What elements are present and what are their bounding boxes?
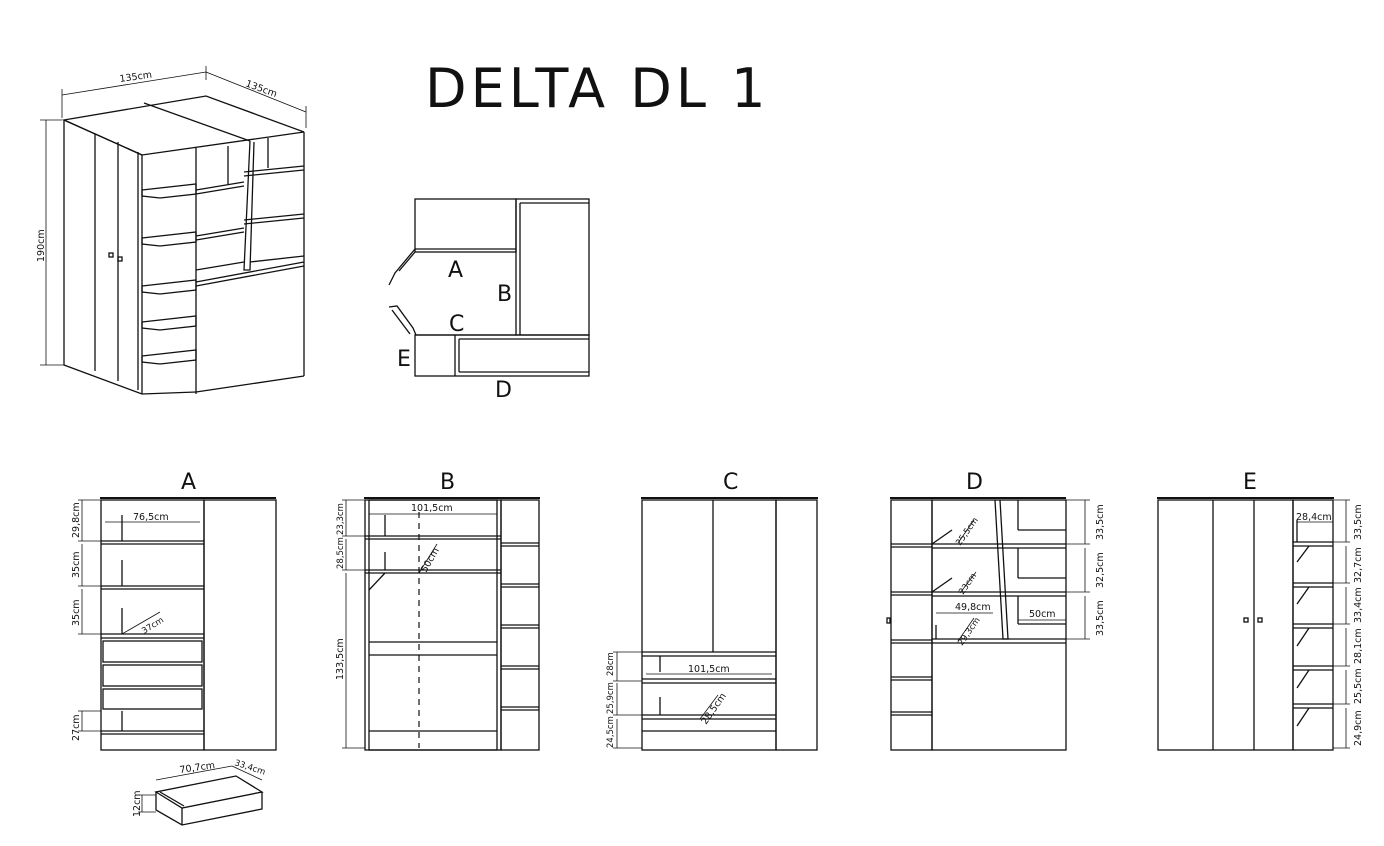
- c-h1: 28cm: [606, 652, 616, 676]
- a-width: 76,5cm: [133, 512, 169, 523]
- iso-height: 190cm: [36, 229, 47, 262]
- elevation-c-label: C: [723, 470, 738, 495]
- elevation-e: E 28,4cm: [1157, 470, 1364, 751]
- c-h2: 25,9cm: [606, 682, 616, 714]
- elevation-b-label: B: [440, 470, 455, 495]
- e-h4: 28,1cm: [1353, 628, 1364, 664]
- iso-width-left: 135cm: [119, 70, 153, 85]
- plan-label-c: C: [449, 312, 464, 337]
- elevation-d-label: D: [966, 470, 983, 495]
- a-h1: 29,8cm: [71, 502, 82, 538]
- d-h3: 33,5cm: [1095, 600, 1106, 636]
- c-h3: 24,5cm: [606, 716, 616, 748]
- elevation-e-label: E: [1243, 470, 1257, 495]
- e-h5: 25,5cm: [1353, 668, 1364, 704]
- elevation-b: B 101,5cm 50cm 23,: [335, 470, 540, 751]
- b-h3: 133,5cm: [335, 638, 346, 680]
- drawer-depth: 33,4cm: [233, 758, 266, 777]
- a-h2: 35cm: [71, 551, 82, 578]
- d-h2: 32,5cm: [1095, 552, 1106, 588]
- elevation-d: D 49,8cm 50cm 25,5cm: [886, 470, 1106, 751]
- plan-view: A B C D E: [388, 198, 590, 403]
- a-h4: 27cm: [71, 714, 82, 741]
- a-h3: 35cm: [71, 599, 82, 626]
- drawer-width: 70,7cm: [179, 760, 216, 776]
- e-h2: 32,7cm: [1353, 547, 1364, 583]
- b-h1: 23,3cm: [336, 503, 346, 535]
- drawer-height: 12cm: [132, 790, 143, 817]
- plan-label-d: D: [495, 378, 512, 403]
- drawer-detail: 70,7cm 33,4cm 12cm: [132, 758, 266, 826]
- isometric-view: 135cm 135cm 190cm: [36, 66, 307, 395]
- d-depth2: 23cm: [957, 572, 979, 597]
- d-depth1: 25,5cm: [954, 516, 980, 548]
- e-h1: 33,5cm: [1353, 504, 1364, 540]
- b-width: 101,5cm: [411, 503, 453, 514]
- d-width: 49,8cm: [955, 602, 991, 613]
- iso-width-right: 135cm: [244, 78, 278, 99]
- b-h2: 28,5cm: [336, 537, 346, 569]
- d-width2: 50cm: [1029, 609, 1056, 620]
- elevation-a: A 76,5cm 37cm 29,8cm 35cm 35cm: [71, 470, 277, 751]
- e-h3: 33,4cm: [1353, 587, 1364, 623]
- page-title: DELTA DL 1: [425, 57, 769, 120]
- d-h1: 33,5cm: [1095, 504, 1106, 540]
- c-depth: 28,5cm: [699, 691, 728, 727]
- plan-label-e: E: [397, 347, 411, 372]
- c-width: 101,5cm: [688, 664, 730, 675]
- e-width: 28,4cm: [1296, 512, 1332, 523]
- elevation-a-label: A: [181, 470, 196, 495]
- plan-label-b: B: [497, 282, 512, 307]
- plan-label-a: A: [448, 258, 463, 283]
- e-h6: 24,9cm: [1353, 710, 1364, 746]
- elevation-c: C 101,5cm 28,5cm 28cm 25,9cm 24,5cm: [606, 470, 818, 751]
